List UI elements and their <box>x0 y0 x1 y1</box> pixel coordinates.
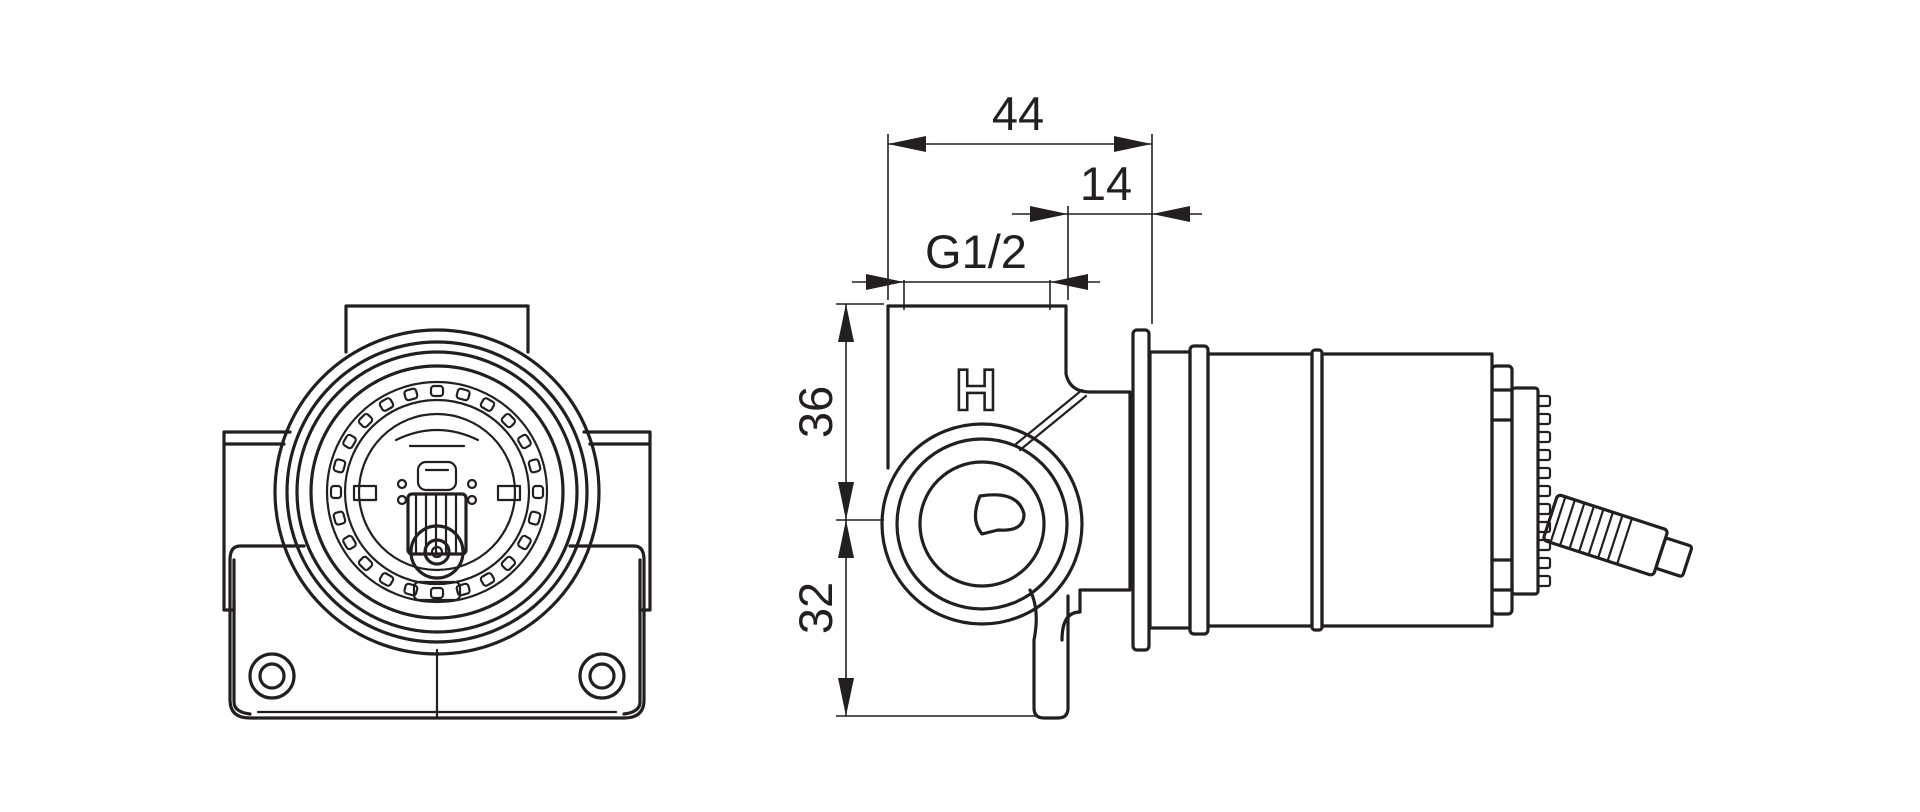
spline-tooth <box>332 510 347 526</box>
spline-tooth <box>455 387 471 402</box>
side-view: H <box>880 304 1694 720</box>
side-spline-tooth <box>1536 556 1552 570</box>
spline-tooth <box>429 586 445 600</box>
spline-tooth <box>403 582 419 597</box>
spline-tooth <box>403 387 419 402</box>
spline-tooth <box>357 555 374 572</box>
spline-tooth <box>357 412 374 429</box>
side-spline-tooth <box>1536 574 1552 588</box>
spline-tooth <box>378 397 395 412</box>
side-spline-tooth <box>1536 466 1552 480</box>
dimension-outlet-offset: 14 <box>1080 157 1132 210</box>
front-view <box>222 304 652 720</box>
side-spline-tooth <box>1536 430 1552 444</box>
dimension-overall-width: 44 <box>992 87 1044 140</box>
spline-tooth <box>531 484 545 500</box>
spline-tooth <box>500 412 517 429</box>
spline-tooth <box>517 534 532 551</box>
side-spline-tooth <box>1536 448 1552 462</box>
side-spline-tooth <box>1536 484 1552 498</box>
spline-tooth <box>455 582 471 597</box>
dimension-thread: G1/2 <box>925 225 1027 278</box>
spline-tooth <box>429 384 445 398</box>
side-spline-teeth <box>1536 394 1552 588</box>
spline-tooth <box>527 510 542 526</box>
spline-tooth <box>332 458 347 474</box>
spline-teeth <box>329 384 545 600</box>
port-marking-label: H <box>955 358 997 423</box>
spline-tooth <box>479 572 496 587</box>
side-spline-tooth <box>1536 502 1552 516</box>
dimension-lines: 44 14 G1/2 36 32 <box>789 87 1202 717</box>
spline-tooth <box>342 534 357 551</box>
spline-tooth <box>378 572 395 587</box>
spline-tooth <box>342 433 357 450</box>
side-spline-tooth <box>1536 394 1552 408</box>
spline-tooth <box>479 397 496 412</box>
spline-tooth <box>527 458 542 474</box>
side-spline-tooth <box>1536 412 1552 426</box>
spline-tooth <box>500 555 517 572</box>
dimension-upper-height: 36 <box>789 386 842 438</box>
spline-tooth <box>329 484 343 500</box>
spline-tooth <box>517 433 532 450</box>
dimension-lower-height: 32 <box>789 582 842 634</box>
